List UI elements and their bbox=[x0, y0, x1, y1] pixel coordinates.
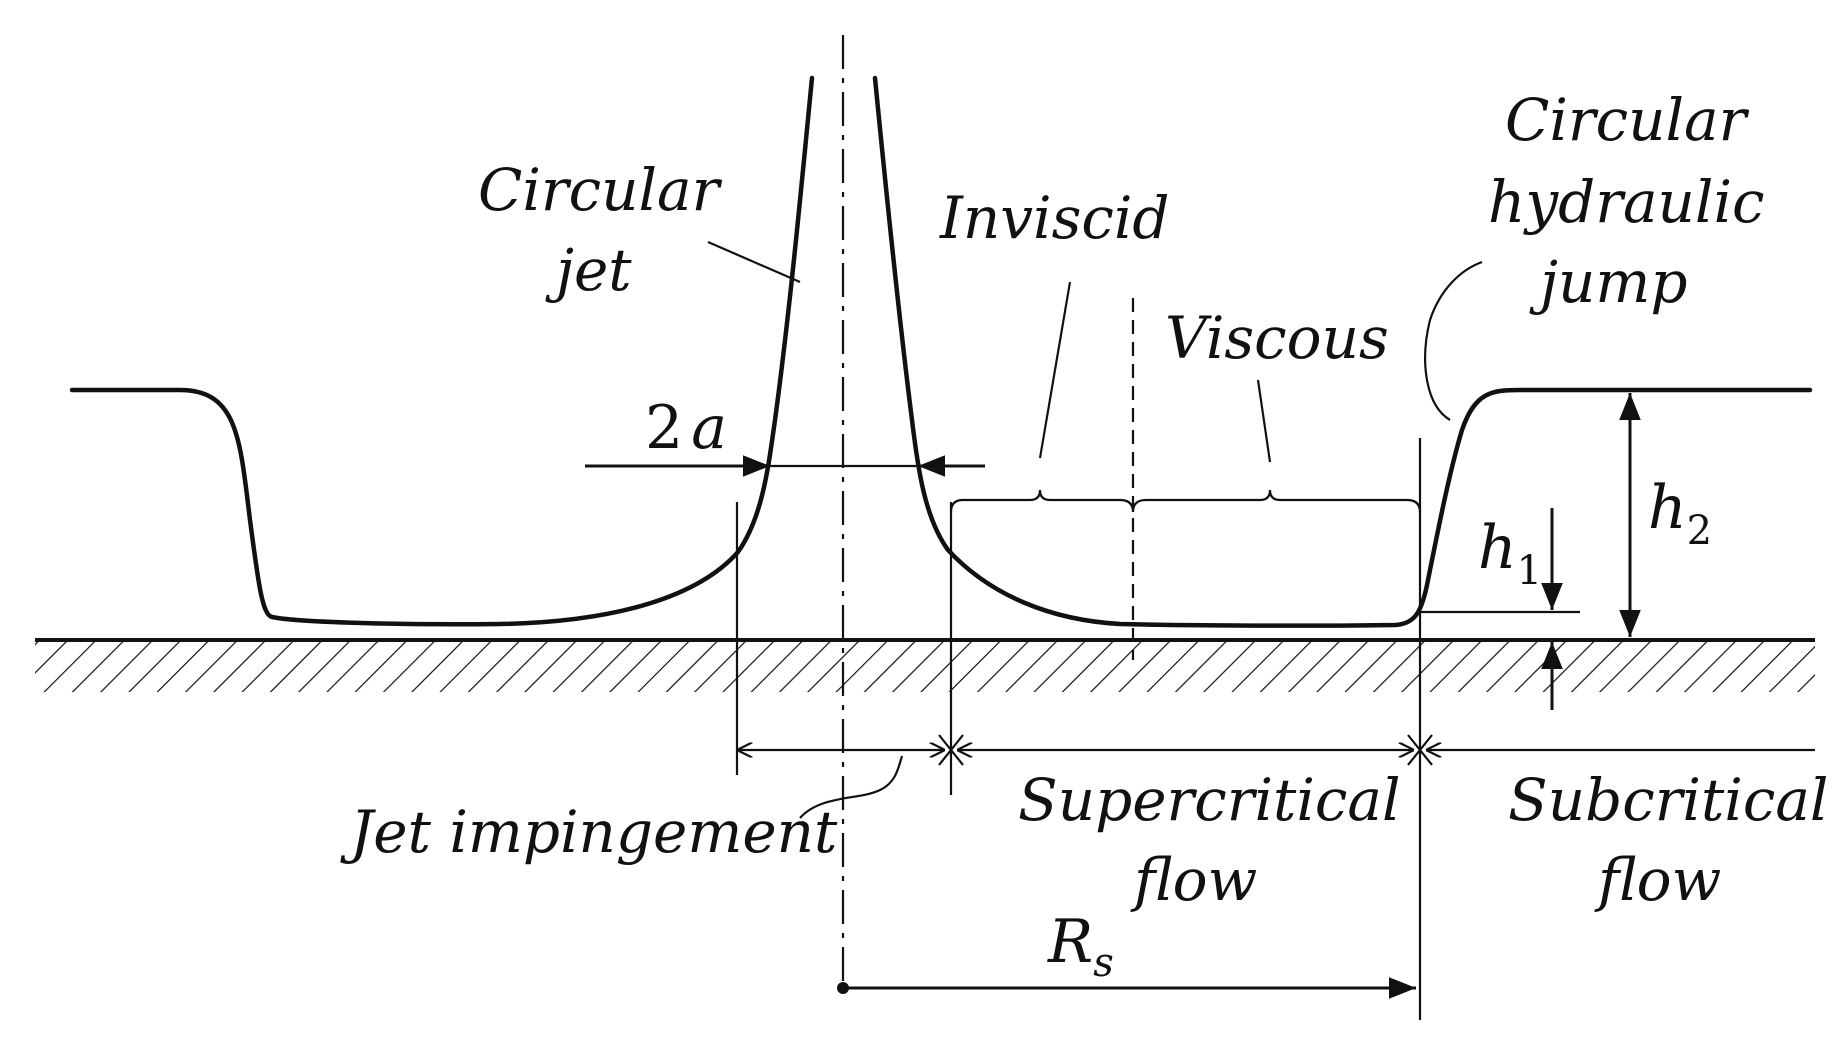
supercritical-label-line1: Supercritical bbox=[1018, 766, 1401, 834]
circular-jet-label-line1: Circular bbox=[478, 156, 723, 224]
free-surface-right bbox=[872, 75, 1813, 628]
region-dimension-line bbox=[737, 734, 1815, 766]
jet-impingement-label: Jet impingement bbox=[340, 798, 838, 866]
supercritical-label-line2: flow bbox=[1130, 846, 1257, 914]
rs-symbol: Rs bbox=[1047, 907, 1114, 986]
h1-sub: 1 bbox=[1517, 548, 1542, 594]
jet-diameter-var: a bbox=[691, 393, 727, 463]
inviscid-label: Inviscid bbox=[939, 184, 1170, 252]
rs-base: R bbox=[1047, 907, 1093, 977]
circular-jet-label-line2: jet bbox=[545, 236, 632, 304]
subcritical-label-line1: Subcritical bbox=[1508, 766, 1828, 834]
jet-impingement-leader bbox=[799, 755, 904, 819]
subcritical-label-line2: flow bbox=[1594, 846, 1721, 914]
rs-sub: s bbox=[1093, 940, 1114, 986]
inviscid-viscous-brace bbox=[949, 489, 1422, 513]
free-surface-left bbox=[69, 75, 815, 627]
jet-diameter-coef: 2 bbox=[645, 393, 683, 463]
h1-symbol: h1 bbox=[1478, 513, 1542, 594]
hydraulic-jump-leader bbox=[1424, 260, 1483, 421]
circular-jet-leader bbox=[707, 240, 801, 284]
h2-sub: 2 bbox=[1687, 508, 1712, 554]
h1-base: h bbox=[1478, 513, 1517, 583]
h2-symbol: h2 bbox=[1648, 473, 1712, 554]
hydraulic-jump-label-line1: Circular bbox=[1505, 86, 1750, 154]
h1-dimension bbox=[1420, 508, 1580, 710]
viscous-label: Viscous bbox=[1165, 304, 1389, 372]
rs-dimension bbox=[837, 977, 1416, 999]
hydraulic-jump-label-line3: jump bbox=[1529, 248, 1687, 316]
viscous-leader bbox=[1256, 379, 1272, 463]
ground-wall bbox=[35, 638, 1815, 692]
hydraulic-jump-label-line2: hydraulic bbox=[1488, 168, 1765, 236]
h2-base: h bbox=[1648, 473, 1687, 543]
inviscid-leader bbox=[1038, 281, 1072, 459]
